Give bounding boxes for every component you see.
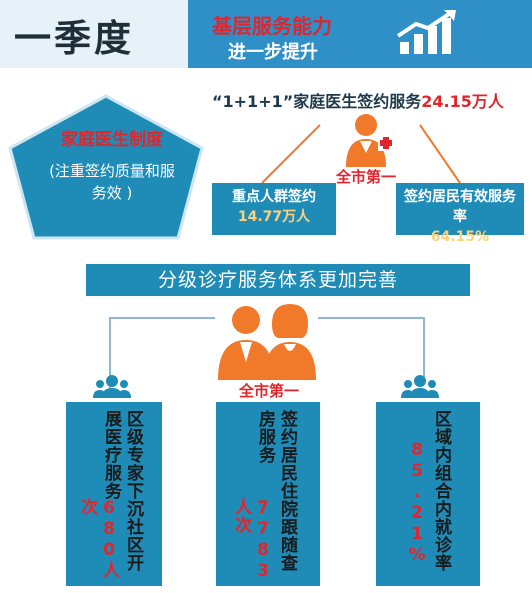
group-icon [93,375,131,398]
service-value: 24.15万人 [421,92,504,111]
family-doctor-pentagon [8,94,204,240]
bar-chart-icon [396,10,456,54]
stat-box-effective-rate: 签约居民有效服务率 64.15% [396,183,524,245]
group-icon [401,375,439,398]
people-icon [218,304,316,380]
doctor-icon [346,114,394,167]
tier-column-1-text: 区级专家下沉社区开展医疗服务 [101,410,143,572]
tiered-care-heading: 分级诊疗服务体系更加完善 [86,264,470,296]
rank-badge-2: 全市第一 [238,382,299,400]
tier-column-3: 区域内组合内就诊率 85.21% [376,402,480,586]
service-summary: “1+1+1”家庭医生签约服务24.15万人 [212,92,504,111]
family-doctor-subheading: (注重签约质量和服务效 ) [49,162,175,202]
stat-box-key-groups: 重点人群签约 14.77万人 [212,183,336,235]
tier-column-2-value: 7783人次 [231,498,273,582]
header-subtitle-2: 进一步提升 [228,42,318,63]
header-subtitle-1: 基层服务能力 [212,14,332,38]
tier-column-1-value: 680人次 [77,498,119,579]
rank-badge-1: 全市第一 [335,168,396,186]
family-doctor-heading: 家庭医生制度 [61,130,163,150]
tier-column-2: 签约居民住院跟随查房服务 7783人次 [216,402,320,586]
page-title: 一季度 [14,17,134,60]
tier-column-1: 区级专家下沉社区开展医疗服务 680人次 [66,402,162,586]
header-title-panel [0,0,188,68]
tier-column-2-text: 签约居民住院跟随查房服务 [255,410,297,572]
tier-column-3-text: 区域内组合内就诊率 [431,410,451,572]
tier-column-3-value: 85.21% [407,440,427,566]
